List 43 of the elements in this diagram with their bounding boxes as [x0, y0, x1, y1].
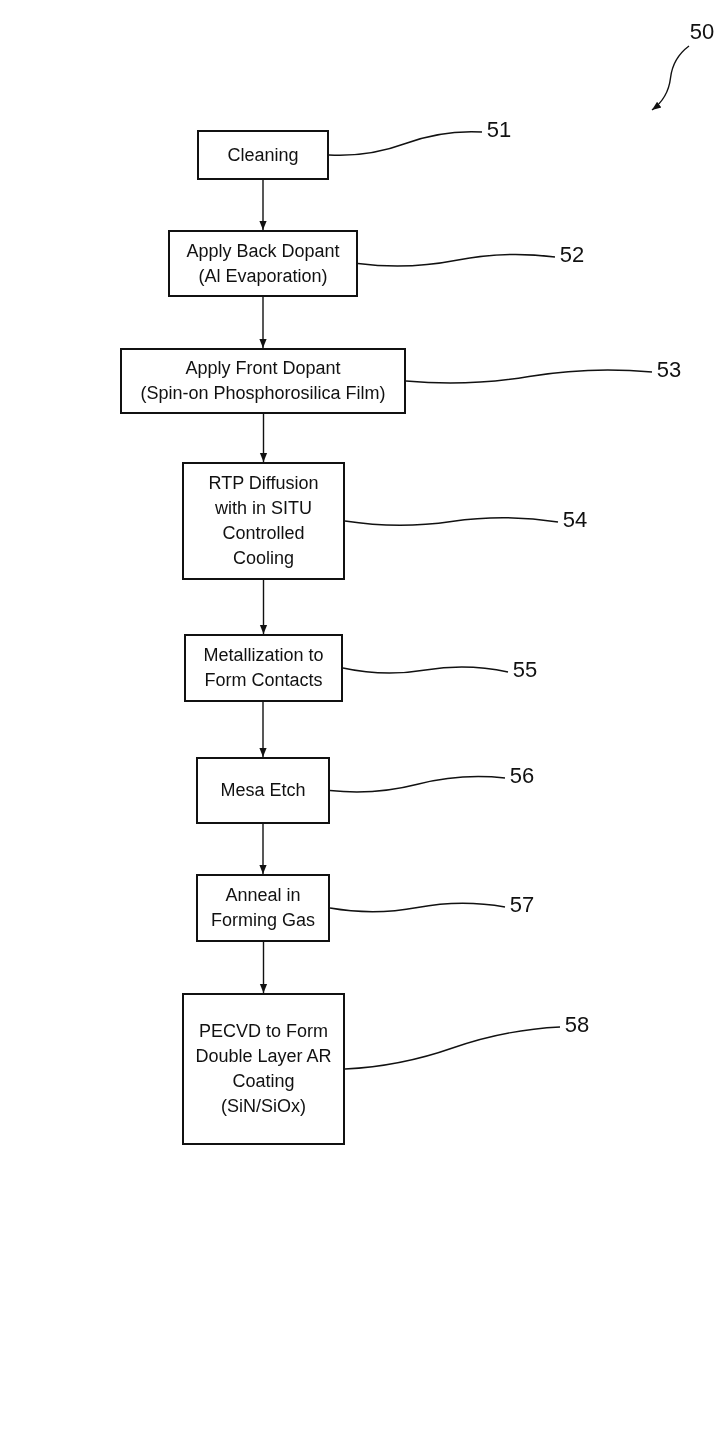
process-box — [184, 634, 343, 702]
process-box — [196, 874, 330, 942]
leader-line — [329, 775, 506, 793]
step-label: Cleaning — [227, 143, 299, 167]
process-box — [182, 993, 345, 1145]
arrow — [259, 823, 267, 875]
process-box — [168, 230, 358, 297]
leader-line — [405, 369, 653, 384]
arrow — [259, 941, 268, 994]
step-label: (Al Evaporation) — [198, 264, 328, 288]
process-box — [197, 130, 329, 180]
leader-line — [344, 517, 559, 526]
process-box — [182, 462, 345, 580]
arrow — [259, 413, 268, 463]
reference-numeral: 52 — [555, 241, 589, 269]
reference-numeral: 54 — [558, 506, 592, 534]
reference-numeral: 50 — [685, 18, 719, 46]
reference-numeral: 55 — [508, 656, 542, 684]
reference-numeral: 57 — [505, 891, 539, 919]
leader-line — [357, 253, 556, 267]
reference-numeral: 56 — [505, 762, 539, 790]
arrow — [259, 296, 267, 349]
leader-line — [329, 902, 506, 913]
arrow — [259, 179, 267, 231]
arrow — [259, 579, 268, 635]
step-label: Apply Front Dopant — [185, 357, 341, 381]
leader-line — [651, 45, 690, 111]
reference-numeral: 51 — [482, 116, 516, 144]
step-label: PECVD to Form Double Layer AR Coating (SiN/SiOx) — [194, 1020, 333, 1118]
step-label: RTP Diffusion with in SITU Controlled Cooling — [207, 472, 320, 570]
leader-line — [344, 1026, 561, 1070]
step-label: Apply Back Dopant — [186, 239, 340, 263]
process-box — [120, 348, 406, 414]
reference-numeral: 58 — [560, 1011, 594, 1039]
step-label: Anneal in Forming Gas — [210, 884, 316, 932]
reference-numeral: 53 — [652, 356, 686, 384]
step-label: (Spin-on Phosphorosilica Film) — [140, 382, 386, 405]
step-label: Mesa Etch — [220, 779, 306, 803]
arrow — [259, 701, 267, 758]
leader-line — [328, 131, 483, 156]
process-box — [196, 757, 330, 824]
step-label: Metallization to Form Contacts — [202, 644, 325, 692]
leader-line — [342, 666, 509, 674]
